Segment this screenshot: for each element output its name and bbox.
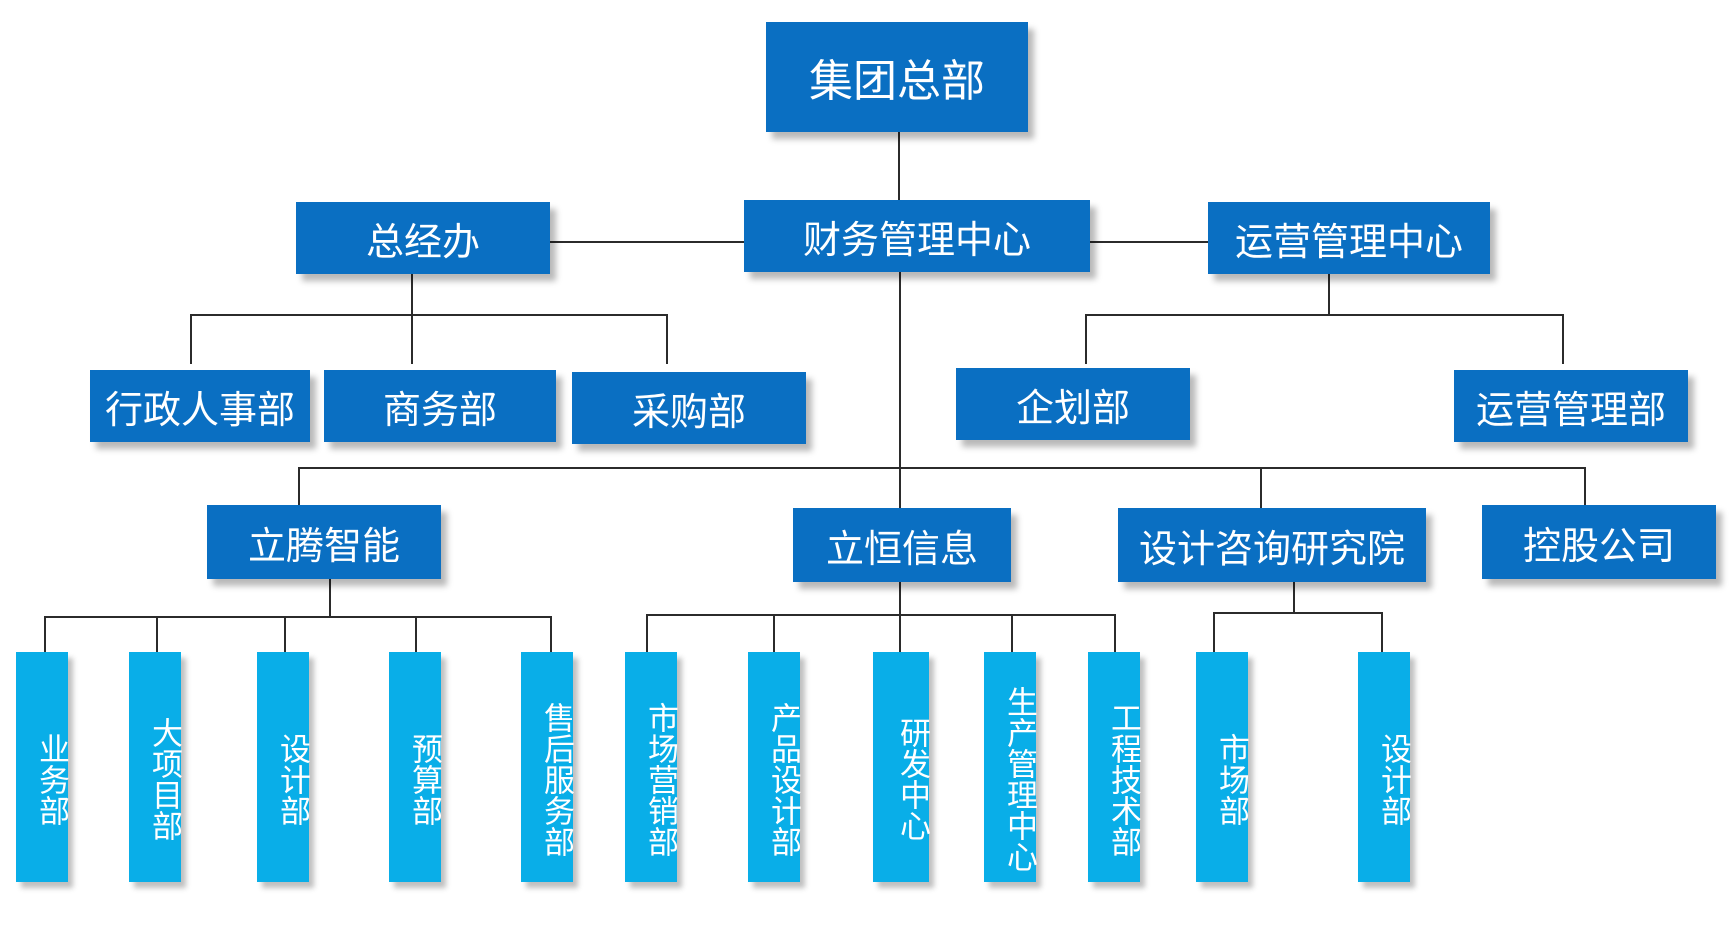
connector xyxy=(190,314,668,316)
connector xyxy=(646,614,1116,616)
connector xyxy=(1328,274,1330,314)
node-planning: 企划部 xyxy=(956,368,1190,440)
connector xyxy=(550,616,552,652)
connector xyxy=(1085,314,1564,316)
connector xyxy=(415,616,417,652)
connector xyxy=(550,241,744,243)
node-liheng-product-design: 产品设计部 xyxy=(748,652,801,882)
node-purchasing: 采购部 xyxy=(572,372,806,444)
node-liteng-after-sales: 售后服务部 xyxy=(521,652,574,882)
connector xyxy=(298,467,1586,469)
node-finance-center: 财务管理中心 xyxy=(744,200,1090,272)
connector xyxy=(1584,467,1586,508)
node-liheng-rnd: 研发中心 xyxy=(873,652,930,882)
connector xyxy=(411,272,413,364)
connector xyxy=(1213,612,1215,652)
connector xyxy=(1085,314,1087,364)
connector xyxy=(899,614,901,652)
node-institute-market: 市场部 xyxy=(1196,652,1249,882)
connector xyxy=(1260,467,1262,508)
node-operation-mgmt: 运营管理部 xyxy=(1454,370,1688,442)
node-liteng-sales: 业务部 xyxy=(16,652,69,882)
node-liteng: 立腾智能 xyxy=(207,505,441,579)
connector xyxy=(156,616,158,652)
connector xyxy=(1381,612,1383,652)
connector xyxy=(298,467,300,505)
connector xyxy=(1114,614,1116,652)
node-liheng-marketing: 市场营销部 xyxy=(625,652,678,882)
node-group-hq: 集团总部 xyxy=(766,22,1028,132)
connector xyxy=(666,314,668,364)
connector xyxy=(44,616,552,618)
connector xyxy=(1562,314,1564,364)
connector xyxy=(284,616,286,652)
node-liteng-major-projects: 大项目部 xyxy=(129,652,182,882)
node-institute-design: 设计部 xyxy=(1358,652,1411,882)
connector xyxy=(329,578,331,616)
connector xyxy=(899,272,901,642)
connector xyxy=(646,614,648,652)
node-liheng-production: 生产管理中心 xyxy=(984,652,1037,882)
node-general-office: 总经办 xyxy=(296,202,550,274)
connector xyxy=(1011,614,1013,652)
node-liheng-engineering: 工程技术部 xyxy=(1088,652,1141,882)
connector xyxy=(1090,241,1208,243)
node-liteng-budget: 预算部 xyxy=(389,652,442,882)
node-holding-company: 控股公司 xyxy=(1482,505,1716,579)
node-operation-center: 运营管理中心 xyxy=(1208,202,1490,274)
connector xyxy=(898,130,900,202)
connector xyxy=(773,614,775,652)
node-liteng-design: 设计部 xyxy=(257,652,310,882)
connector xyxy=(1293,580,1295,614)
node-liheng: 立恒信息 xyxy=(793,508,1011,582)
node-design-institute: 设计咨询研究院 xyxy=(1118,508,1426,582)
connector xyxy=(1213,612,1383,614)
connector xyxy=(190,314,192,364)
node-business: 商务部 xyxy=(324,370,556,442)
node-admin-hr: 行政人事部 xyxy=(90,370,310,442)
connector xyxy=(44,616,46,652)
